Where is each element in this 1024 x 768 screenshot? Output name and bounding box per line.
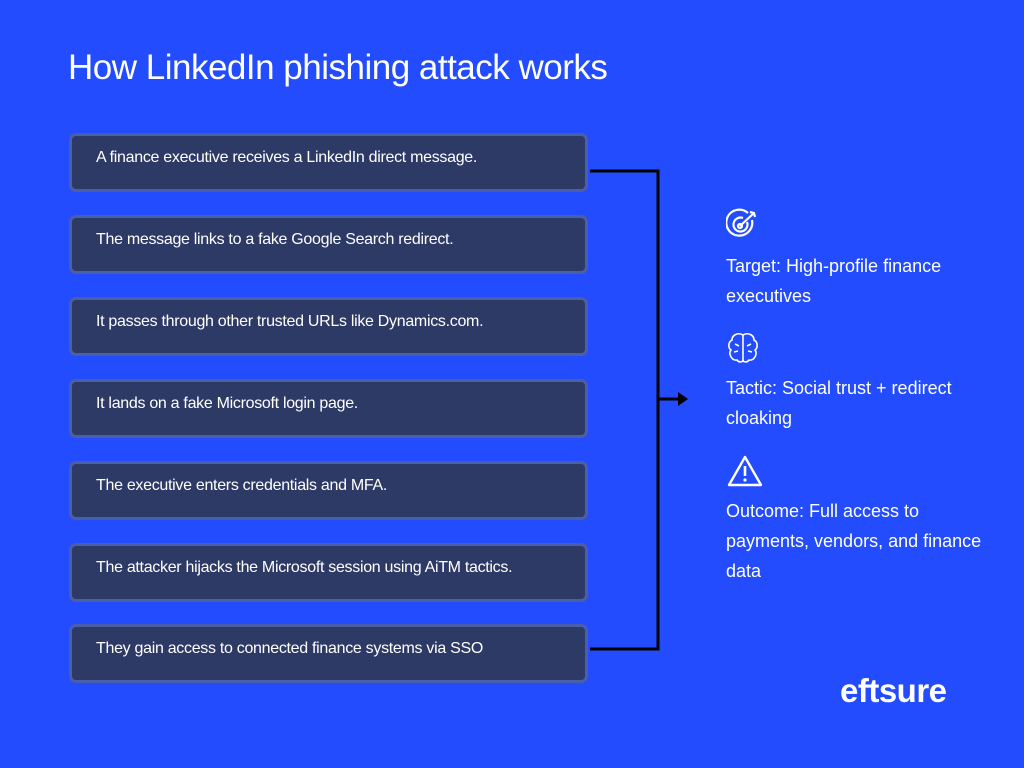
summary-tactic-text: Tactic: Social trust + redirect cloaking (726, 378, 952, 428)
step-box: A finance executive receives a LinkedIn … (69, 133, 588, 192)
step-box: They gain access to connected finance sy… (69, 624, 588, 683)
arrow-right-icon (678, 392, 688, 406)
step-box: The executive enters credentials and MFA… (69, 461, 588, 520)
step-box: It passes through other trusted URLs lik… (69, 297, 588, 356)
summary-outcome-text: Outcome: Full access to payments, vendor… (726, 501, 982, 581)
step-box: It lands on a fake Microsoft login page. (69, 379, 588, 438)
brain-icon (728, 333, 758, 363)
warning-icon (727, 455, 763, 487)
step-box: The attacker hijacks the Microsoft sessi… (69, 543, 588, 602)
summary-target-text: Target: High-profile finance executives (726, 256, 942, 306)
page-title: How LinkedIn phishing attack works (68, 48, 608, 87)
target-icon (726, 208, 757, 237)
eftsure-logo: eftsure (840, 672, 947, 709)
step-box: The message links to a fake Google Searc… (69, 215, 588, 274)
